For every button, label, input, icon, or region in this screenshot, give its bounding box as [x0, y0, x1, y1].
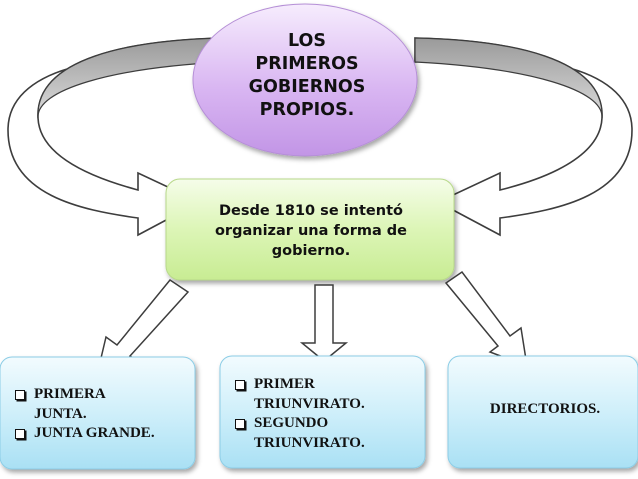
box-directorios: [447, 355, 638, 469]
list-item-line: JUNTA GRANDE.: [34, 425, 155, 441]
triunviratos-list-container: PRIMER TRIUNVIRATO. SEGUNDO TRIUNVIRATO.: [232, 375, 412, 453]
list-item: PRIMERA JUNTA.: [12, 385, 187, 424]
center-line-3: gobierno.: [271, 243, 351, 259]
title-line-4: PROPIOS.: [259, 100, 355, 120]
center-box: [165, 178, 455, 281]
list-item-line: PRIMER: [254, 376, 315, 392]
box-triunviratos: [219, 355, 426, 469]
left-curved-arrow: [7, 37, 225, 237]
right-curved-arrow: [414, 37, 633, 237]
checkbox-bullet-icon: [15, 429, 25, 439]
list-item-line: TRIUNVIRATO.: [254, 434, 365, 451]
title-line-1: LOS: [287, 31, 326, 51]
list-item-line: PRIMERA: [34, 386, 106, 402]
list-item-line: JUNTA.: [34, 405, 87, 422]
checkbox-bullet-icon: [235, 419, 245, 429]
center-text: Desde 1810 se intentó organizar una form…: [186, 201, 436, 261]
box-juntas: [0, 356, 196, 470]
checkbox-bullet-icon: [15, 390, 25, 400]
checkbox-bullet-icon: [235, 380, 245, 390]
center-line-1: Desde 1810 se intentó: [219, 203, 403, 219]
juntas-list-container: PRIMERA JUNTA. JUNTA GRANDE.: [12, 385, 187, 444]
center-line-2: organizar una forma de: [214, 223, 408, 239]
title-line-2: PRIMEROS: [255, 54, 359, 74]
title-line-3: GOBIERNOS: [248, 77, 366, 97]
triunviratos-list: PRIMER TRIUNVIRATO. SEGUNDO TRIUNVIRATO.: [232, 375, 412, 453]
list-item-line: TRIUNVIRATO.: [254, 395, 365, 412]
title-ellipse: [192, 3, 418, 157]
list-item-line: SEGUNDO: [254, 415, 329, 431]
list-item: SEGUNDO TRIUNVIRATO.: [232, 414, 412, 453]
juntas-list: PRIMERA JUNTA. JUNTA GRANDE.: [12, 385, 187, 444]
title-text: LOS PRIMEROS GOBIERNOS PROPIOS.: [232, 30, 382, 122]
directorios-text: DIRECTORIOS.: [489, 401, 601, 417]
list-item: JUNTA GRANDE.: [12, 424, 187, 444]
arrow-to-right-box: [444, 270, 528, 368]
arrow-to-middle-box: [299, 284, 349, 362]
list-item: PRIMER TRIUNVIRATO.: [232, 375, 412, 414]
